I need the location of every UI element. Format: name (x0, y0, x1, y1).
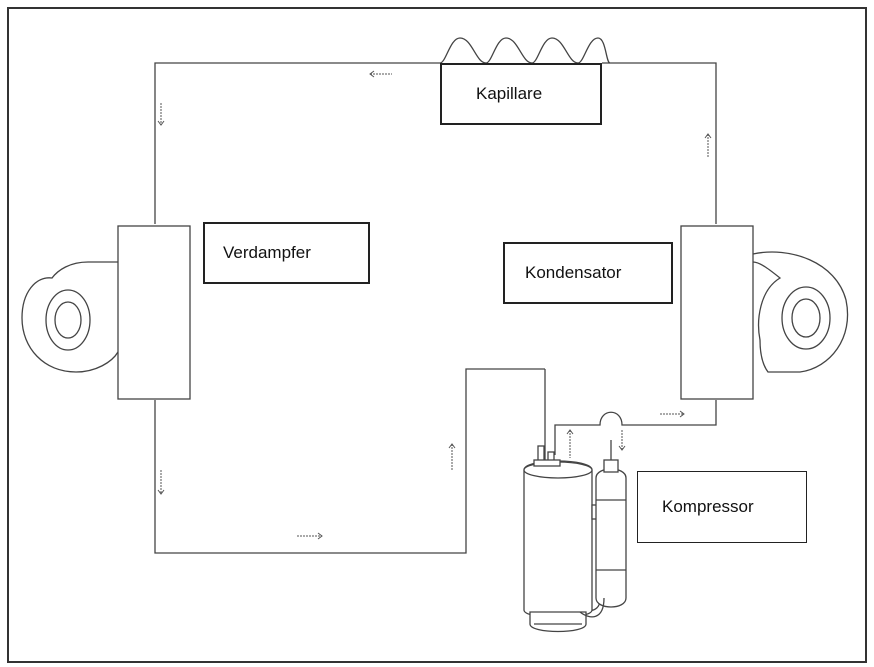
arrow-center-up-icon (448, 443, 456, 470)
compressor-icon (523, 445, 627, 633)
label-verdampfer: Verdampfer (203, 222, 370, 284)
label-kondensator: Kondensator (503, 242, 673, 304)
evaporator-fan-icon (21, 261, 119, 373)
label-kapillare: Kapillare (440, 63, 602, 125)
arrow-left-down-icon (157, 103, 165, 126)
arrow-top-left-icon (369, 70, 392, 78)
label-kompressor: Kompressor (637, 471, 807, 543)
condenser-fan-icon (752, 251, 849, 373)
capillary-coil (439, 37, 611, 64)
pipe-top-right (602, 62, 717, 224)
outer-frame (7, 7, 867, 663)
label-verdampfer-text: Verdampfer (223, 243, 311, 262)
label-kondensator-text: Kondensator (525, 263, 622, 282)
flow-arrows (157, 70, 712, 540)
pipe-top-left (154, 62, 440, 224)
pipe-bottom-left (154, 368, 545, 554)
label-kompressor-text: Kompressor (662, 497, 754, 516)
evaporator-coil (117, 225, 191, 400)
arrow-compressor-up-icon (566, 429, 574, 458)
arrow-discharge-right-icon (660, 410, 685, 418)
pipe-compressor-discharge (554, 400, 717, 455)
pipe-network (154, 37, 717, 554)
arrow-suction-down-icon (618, 430, 626, 451)
label-kapillare-text: Kapillare (476, 84, 543, 103)
arrow-right-up-icon (704, 133, 712, 158)
arrow-bottom-right-icon (297, 532, 323, 540)
arrow-lower-left-down-icon (157, 470, 165, 495)
condenser-coil (680, 225, 754, 400)
